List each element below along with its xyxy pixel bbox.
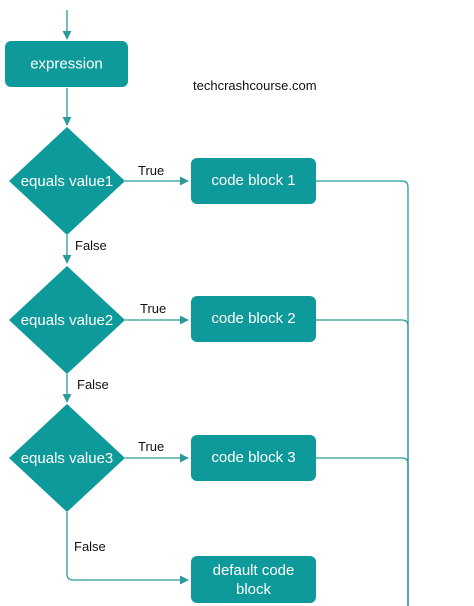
block3-exit-connector: [316, 457, 409, 606]
decision-3-label: equals value3: [21, 450, 114, 467]
default-code-block-node: default code block: [191, 556, 316, 603]
block1-exit-connector: [316, 180, 409, 606]
code-block-3-label: code block 3: [211, 449, 295, 466]
decision-node-2: equals value2: [9, 266, 125, 374]
decision-2-label: equals value2: [21, 312, 114, 329]
decision3-false-connector: [66, 512, 189, 585]
code-block-3-node: code block 3: [191, 435, 316, 481]
block2-exit-connector: [316, 319, 409, 606]
decision-1-true-label: True: [138, 163, 164, 178]
decision-node-3: equals value3: [9, 404, 125, 512]
decision-3-false-label: False: [74, 539, 106, 554]
default-code-block-label-line1: default code: [213, 562, 295, 579]
decision-3-true-label: True: [138, 439, 164, 454]
expression-label: expression: [30, 55, 103, 72]
default-code-block-label-line2: block: [236, 581, 272, 598]
code-block-1-node: code block 1: [191, 158, 316, 204]
watermark: techcrashcourse.com: [193, 78, 317, 93]
decision-1-label: equals value1: [21, 173, 114, 190]
decision-node-1: equals value1: [9, 127, 125, 235]
decision-1-false-label: False: [75, 238, 107, 253]
decision-2-true-label: True: [140, 301, 166, 316]
code-block-2-node: code block 2: [191, 296, 316, 342]
expression-node: expression: [5, 41, 128, 87]
decision-2-false-label: False: [77, 377, 109, 392]
code-block-1-label: code block 1: [211, 172, 295, 189]
code-block-2-label: code block 2: [211, 310, 295, 327]
